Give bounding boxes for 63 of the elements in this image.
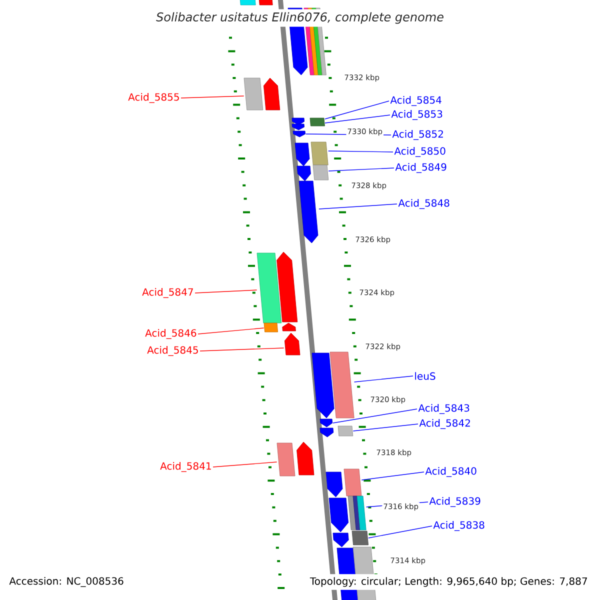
gene-box: [276, 442, 296, 476]
accession-text: Accession: NC_008536: [9, 577, 124, 587]
genome-stats-text: Topology: circular; Length: 9,965,640 bp; Genes: 7,887: [306, 574, 591, 590]
gene-label: Acid_5841: [160, 462, 211, 472]
leader-line: [180, 96, 244, 98]
leader-line: [318, 204, 398, 210]
gene-label: Acid_5842: [419, 419, 470, 429]
gene-label: Acid_5846: [145, 329, 196, 339]
gene-box: [310, 118, 325, 126]
gene-label: leuS: [415, 372, 436, 380]
gene-label: Acid_5855: [128, 93, 179, 103]
gene-box: [240, 0, 256, 6]
gene-label: Acid_5848: [398, 199, 450, 209]
gene-pentagon: [292, 118, 304, 126]
leader-line: [368, 526, 432, 538]
gene-label: Acid_5853: [391, 110, 442, 120]
leader-line: [194, 290, 258, 294]
gene-box: [258, 0, 273, 6]
gene-box: [352, 530, 368, 546]
gene-box: [348, 496, 356, 530]
leader-line: [198, 328, 264, 334]
gene-box: [264, 322, 278, 332]
gene-label: Acid_5849: [395, 163, 446, 173]
gene-box: [310, 142, 328, 166]
leader-line: [361, 472, 424, 480]
gene-label: Acid_5854: [390, 96, 442, 106]
gene-box: [312, 164, 329, 180]
gene-pentagon: [320, 428, 334, 438]
leader-line: [324, 100, 390, 120]
gene-label: Acid_5850: [394, 147, 446, 157]
gene-pentagon: [264, 78, 280, 110]
gene-pentagon: [332, 532, 349, 548]
gene-box: [338, 426, 354, 436]
gene-box: [244, 78, 264, 110]
leader-line: [328, 150, 394, 152]
gene-pentagon: [292, 130, 306, 138]
gene-box: [356, 496, 366, 530]
gene-box: [256, 252, 282, 324]
gene-pentagon: [294, 142, 310, 166]
gene-label: Acid_5852: [392, 130, 443, 140]
leader-line: [324, 114, 390, 124]
gene-box: [344, 468, 362, 496]
gene-label: Acid_5847: [142, 288, 193, 298]
gene-label: Acid_5840: [425, 467, 476, 477]
gene-label: Acid_5838: [433, 521, 484, 531]
leader-line: [212, 462, 278, 468]
gene-label: Acid_5839: [429, 497, 480, 507]
leader-line: [328, 168, 394, 172]
gene-pentagon: [282, 322, 296, 332]
gene-pentagon: [292, 124, 304, 130]
gene-pentagon: [296, 166, 311, 182]
gene-box: [330, 352, 354, 418]
gene-label: Acid_5845: [147, 346, 198, 356]
gene-label: Acid_5843: [418, 404, 470, 414]
gene-pentagon: [320, 418, 333, 428]
gene-pentagon: [326, 472, 343, 498]
leader-line: [200, 348, 284, 352]
gene-pentagon: [296, 442, 314, 476]
title: Solibacter usitatus Ellin6076, complete genome: [153, 9, 447, 27]
gene-box: [352, 496, 360, 530]
leader-line: [354, 376, 414, 382]
leader-line: [332, 408, 418, 424]
leader-line: [352, 424, 418, 432]
